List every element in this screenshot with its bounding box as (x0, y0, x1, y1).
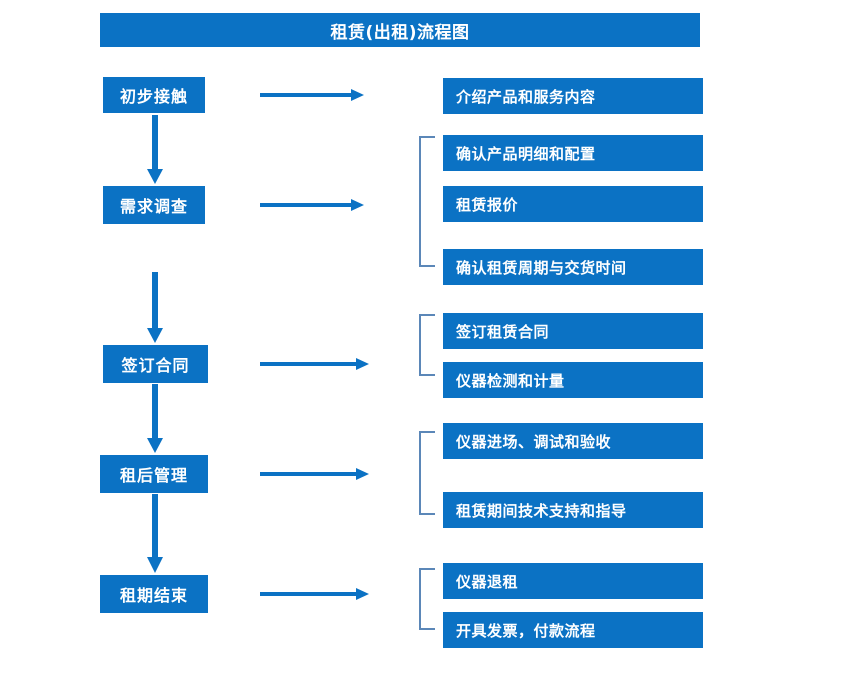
detail-box-1[interactable]: 介绍产品和服务内容 (443, 78, 703, 114)
group-bracket-icon-5 (419, 568, 435, 630)
arrow-down-icon-1 (146, 115, 164, 185)
detail-box-8[interactable]: 租赁期间技术支持和指导 (443, 492, 703, 528)
detail-box-3[interactable]: 租赁报价 (443, 186, 703, 222)
arrow-down-icon-4 (146, 494, 164, 574)
arrow-right-icon-5 (260, 587, 370, 601)
detail-box-7[interactable]: 仪器进场、调试和验收 (443, 423, 703, 459)
group-bracket-icon-4 (419, 431, 435, 515)
detail-box-4[interactable]: 确认租赁周期与交货时间 (443, 249, 703, 285)
detail-box-5[interactable]: 签订租赁合同 (443, 313, 703, 349)
stage-box-1[interactable]: 初步接触 (103, 77, 205, 113)
group-bracket-icon-2 (419, 136, 435, 267)
detail-box-9[interactable]: 仪器退租 (443, 563, 703, 599)
arrow-right-icon-2 (260, 198, 365, 212)
group-bracket-icon-3 (419, 314, 435, 376)
stage-box-2[interactable]: 需求调查 (103, 186, 205, 224)
stage-box-4[interactable]: 租后管理 (100, 455, 208, 493)
stage-box-3[interactable]: 签订合同 (103, 345, 208, 383)
stage-box-5[interactable]: 租期结束 (100, 575, 208, 613)
page-title: 租赁(出租)流程图 (100, 13, 700, 47)
arrow-right-icon-4 (260, 467, 370, 481)
arrow-right-icon-3 (260, 357, 370, 371)
detail-box-10[interactable]: 开具发票，付款流程 (443, 612, 703, 648)
detail-box-6[interactable]: 仪器检测和计量 (443, 362, 703, 398)
arrow-down-icon-2 (146, 272, 164, 344)
arrow-down-icon-3 (146, 384, 164, 454)
arrow-right-icon-1 (260, 88, 365, 102)
detail-box-2[interactable]: 确认产品明细和配置 (443, 135, 703, 171)
